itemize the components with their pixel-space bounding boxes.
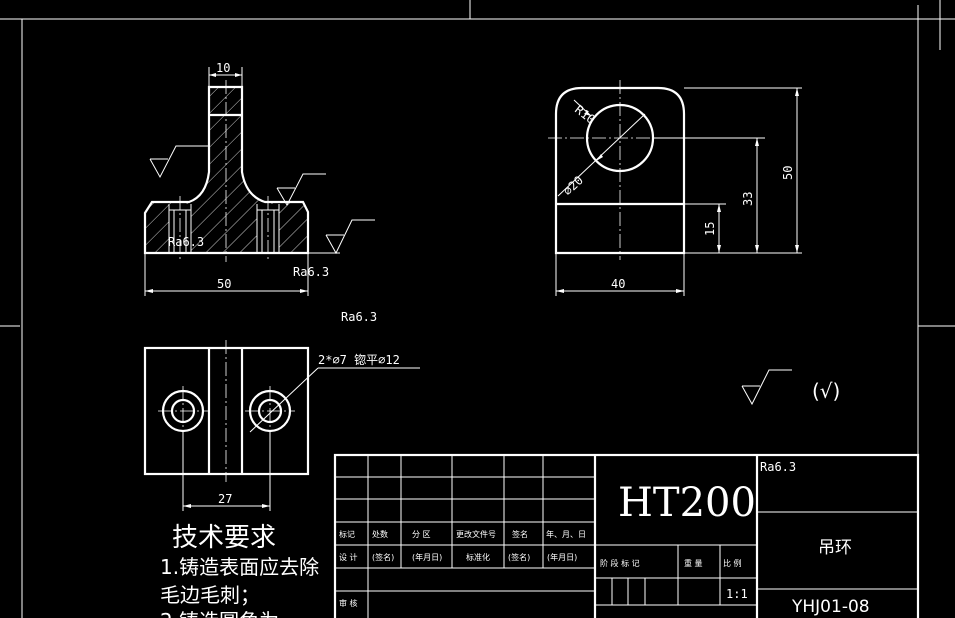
general-roughness-mark: (√) [812,379,840,403]
diameter-label: ⌀20 [560,173,585,198]
dim-top-width: 10 [216,61,230,75]
front-view: 10 50 Ra6.3 Ra6.3 [143,61,375,296]
roughness-symbol-left [149,145,210,179]
hole-note: 2*⌀7 锪平⌀12 [318,352,400,367]
dim-center-height: 33 [741,192,755,206]
radius-label: R10 [572,102,598,126]
title-block: HT200 Ra6.3 吊环 YHJ01-08 1:1 标记 处数 分 区 更改… [333,453,920,618]
roughness-label-right: Ra6.3 [293,265,329,279]
label-count: 处数 [372,529,388,539]
tech-req-title: 技术要求 [172,523,276,553]
roughness-label-left: Ra6.3 [168,235,204,249]
label-change-doc: 更改文件号 [456,529,496,539]
top-view: Ra6.3 2*⌀7 锪平⌀12 27 [143,310,420,511]
side-view: R10 ⌀20 50 33 15 40 [548,80,802,296]
roughness-symbol-right [276,173,326,207]
scale-value: 1:1 [726,587,748,601]
dim-total-height: 50 [781,166,795,180]
label-scale: 比 例 [723,558,742,568]
roughness-label-top: Ra6.3 [341,310,377,324]
label-standard: 标准化 [466,552,490,562]
title-roughness-note: Ra6.3 [760,460,796,474]
label-stage: 阶 段 标 记 [600,558,640,568]
label-sign-paren: (签名) [372,552,394,562]
tech-req-line1: 1.铸造表面应去除 [160,555,319,579]
label-sign-paren2: (签名) [508,552,530,562]
drawing-frame [21,18,919,618]
label-zone: 分 区 [412,530,431,539]
roughness-symbol-base [308,219,375,255]
material-label: HT200 [618,480,756,526]
dim-base-height: 15 [703,222,717,236]
label-date: 年、月、日 [546,529,586,539]
tech-requirements: 技术要求 1.铸造表面应去除 毛边毛刺； 2.铸造圆角为 [160,523,319,618]
part-name: 吊环 [818,538,852,558]
dim-hole-spacing: 27 [218,492,232,506]
tech-req-line2: 毛边毛刺； [160,583,260,607]
tech-req-line3: 2.铸造圆角为 [160,609,279,618]
dim-side-width: 40 [611,277,625,291]
label-sign: 签名 [512,529,528,539]
label-review: 审 核 [339,598,358,608]
general-roughness: (√) [741,369,840,406]
label-design: 设 计 [339,552,358,562]
drawing-number: YHJ01-08 [791,597,870,617]
label-date-paren: (年月日) [412,552,442,562]
label-date-paren2: (年月日) [547,552,577,562]
label-weight: 重 量 [684,558,703,568]
label-mark: 标记 [339,529,355,539]
dim-base-width: 50 [217,277,231,291]
